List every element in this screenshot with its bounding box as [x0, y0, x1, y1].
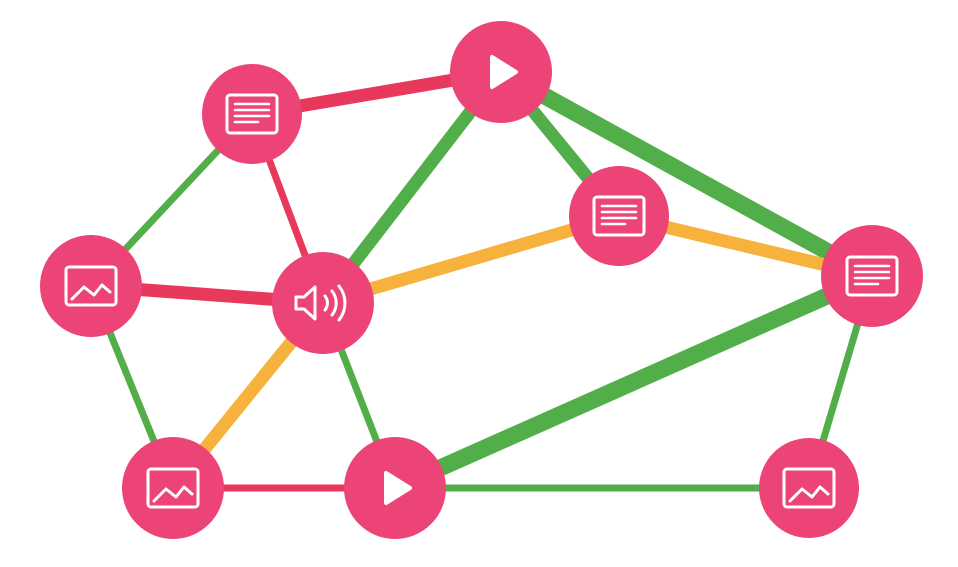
image-mountain-line: [788, 485, 830, 503]
play-triangle: [490, 55, 518, 89]
image-icon: [64, 265, 118, 307]
node-circle: [202, 64, 302, 164]
node-image-bottom-left: [122, 437, 224, 539]
image-icon: [146, 467, 200, 509]
node-circle: [40, 235, 142, 337]
node-doc-top-left: [202, 64, 302, 164]
image-frame: [782, 467, 836, 509]
image-mountain-line: [70, 283, 112, 301]
play-icon: [384, 471, 412, 505]
speaker-body: [294, 285, 317, 321]
speaker-wave: [330, 289, 338, 317]
node-circle: [272, 252, 374, 354]
image-mountain-line: [152, 485, 194, 503]
node-circle: [759, 438, 859, 538]
play-triangle: [384, 471, 412, 505]
speaker-wave: [337, 284, 347, 322]
document-icon: [592, 195, 646, 237]
node-circle: [569, 166, 669, 266]
document-frame: [225, 93, 279, 135]
image-frame: [64, 265, 118, 307]
document-frame: [845, 255, 899, 297]
node-circle: [821, 225, 923, 327]
document-frame: [592, 195, 646, 237]
node-circle: [122, 437, 224, 539]
image-icon: [782, 467, 836, 509]
node-image-left: [40, 235, 142, 337]
node-play-bottom: [344, 437, 446, 539]
node-doc-center: [569, 166, 669, 266]
image-frame: [146, 467, 200, 509]
node-doc-right: [821, 225, 923, 327]
play-icon: [490, 55, 518, 89]
speaker-wave: [323, 294, 329, 312]
document-icon: [845, 255, 899, 297]
speaker-icon: [294, 284, 347, 322]
node-image-bottom-right: [759, 438, 859, 538]
node-audio-center: [272, 252, 374, 354]
nodes-layer: [40, 21, 923, 539]
edge-doc-center-to-audio-center: [321, 209, 621, 310]
edge-play-top-to-doc-right: [496, 64, 877, 284]
document-icon: [225, 93, 279, 135]
edge-play-bottom-to-doc-right: [391, 268, 876, 496]
node-play-top: [450, 21, 552, 123]
